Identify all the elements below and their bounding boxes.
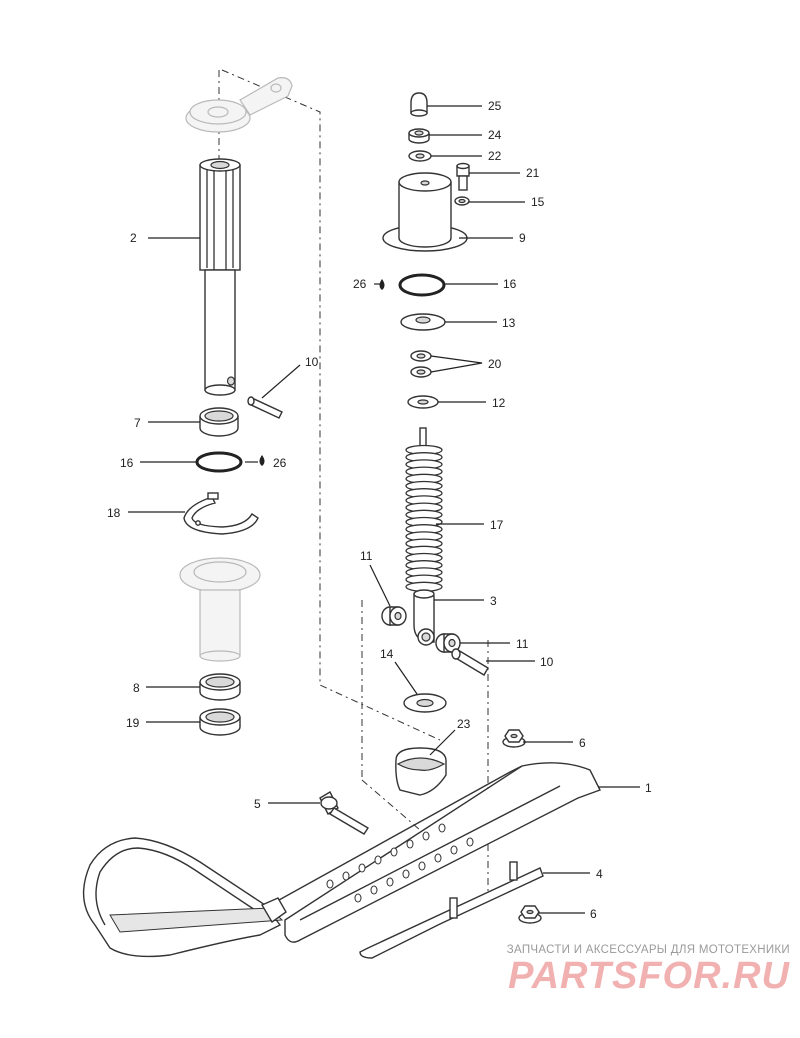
watermark-caption: ЗАПЧАСТИ И АКСЕССУАРЫ ДЛЯ МОТОТЕХНИКИ — [506, 944, 790, 956]
callout-9: 9 — [519, 231, 526, 245]
washer-small — [454, 196, 470, 206]
callout-25: 25 — [488, 99, 502, 113]
circlip — [183, 492, 259, 535]
rubber-cap — [410, 92, 428, 117]
callout-15: 15 — [531, 195, 545, 209]
flange-nut-bottom — [518, 905, 542, 924]
callout-11a: 11 — [360, 549, 373, 563]
bushing-left-shock — [381, 606, 407, 626]
washer-top — [408, 150, 432, 162]
spring-housing-cap — [382, 172, 468, 252]
spring-seat — [400, 313, 446, 331]
callout-18: 18 — [107, 506, 121, 520]
callout-17: 17 — [490, 518, 504, 532]
spacer-washer — [403, 693, 447, 713]
shock-absorber — [405, 427, 443, 646]
o-ring-right — [398, 273, 446, 297]
spindle-tube — [199, 158, 241, 396]
wear-rod — [359, 861, 544, 959]
callout-20: 20 — [488, 357, 502, 371]
callout-19: 19 — [126, 716, 140, 730]
callout-26a: 26 — [273, 456, 287, 470]
ghost-housing — [179, 557, 261, 662]
o-ring-left — [195, 451, 243, 473]
callout-10a: 10 — [305, 355, 319, 369]
callout-22: 22 — [488, 149, 502, 163]
grease-drop-left — [259, 455, 265, 466]
callout-11b: 11 — [516, 637, 529, 651]
pin-right — [451, 648, 489, 676]
watermark-logo: PARTSFOR.RU — [508, 955, 790, 997]
grease-drop-right — [379, 279, 385, 290]
callout-6b: 6 — [590, 907, 597, 921]
callout-2: 2 — [130, 231, 137, 245]
nut-top — [408, 128, 430, 144]
washer-large — [407, 395, 439, 409]
damper-block — [395, 747, 447, 796]
ghost-top-bracket — [185, 77, 293, 133]
bushing-bottom — [199, 708, 241, 736]
leader-lines — [128, 105, 640, 914]
bushing-upper — [199, 407, 239, 437]
callout-labels: 2 10 7 16 26 18 8 19 25 24 22 21 15 9 26… — [107, 99, 652, 921]
callout-21: 21 — [526, 166, 540, 180]
callout-24: 24 — [488, 128, 502, 142]
callout-1: 1 — [645, 781, 652, 795]
callout-10b: 10 — [540, 655, 554, 669]
callout-13: 13 — [502, 316, 516, 330]
callout-6a: 6 — [579, 736, 586, 750]
callout-16b: 16 — [503, 277, 517, 291]
callout-26b: 26 — [353, 277, 367, 291]
flange-nut-top — [502, 729, 526, 748]
bushing-lower — [199, 673, 241, 701]
callout-23: 23 — [457, 717, 471, 731]
callout-5: 5 — [254, 797, 261, 811]
callout-12: 12 — [492, 396, 506, 410]
ski — [82, 762, 601, 958]
ski-bolt — [319, 791, 369, 835]
callout-8: 8 — [133, 681, 140, 695]
pin-left — [247, 396, 283, 419]
callout-14: 14 — [380, 647, 394, 661]
callout-16a: 16 — [120, 456, 134, 470]
callout-4: 4 — [596, 867, 603, 881]
callout-7: 7 — [134, 416, 141, 430]
callout-3: 3 — [490, 594, 497, 608]
washer-pair — [410, 350, 432, 378]
cap-screw — [456, 162, 470, 191]
